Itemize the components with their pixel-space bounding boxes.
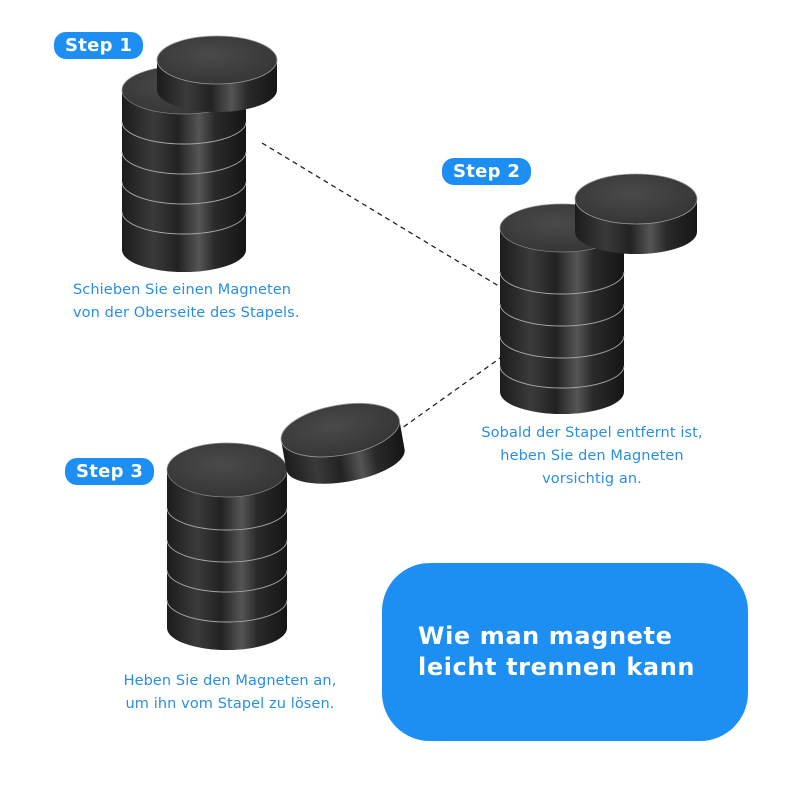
title-text: Wie man magnete leicht trennen kann [418, 621, 695, 683]
step3-caption-line2: um ihn vom Stapel zu lösen. [125, 696, 335, 712]
connector-step1-step2 [261, 142, 503, 289]
step1-magnet-stack [121, 35, 278, 272]
step3-badge: Step 3 [65, 458, 155, 485]
title-card: Wie man magnete leicht trennen kann [382, 563, 748, 741]
step2-caption-line3: vorsichtig an. [542, 471, 642, 487]
step2-caption: Sobald der Stapel entfernt ist, heben Si… [452, 422, 732, 491]
step1-caption-line1: Schieben Sie einen Magneten [73, 282, 292, 298]
step2-caption-line1: Sobald der Stapel entfernt ist, [481, 425, 703, 441]
step2-caption-line2: heben Sie den Magneten [500, 448, 684, 464]
step1-caption: Schieben Sie einen Magneten von der Ober… [73, 279, 300, 325]
connector-step2-step3 [401, 355, 504, 429]
step1-badge: Step 1 [54, 32, 144, 59]
step3-caption-line1: Heben Sie den Magneten an, [123, 673, 337, 689]
step1-caption-line2: von der Oberseite des Stapels. [73, 305, 300, 321]
title-line1: Wie man magnete [418, 622, 673, 650]
title-line2: leicht trennen kann [418, 653, 696, 681]
step3-magnet-stack [166, 403, 405, 650]
step2-badge: Step 2 [442, 158, 532, 185]
step3-caption: Heben Sie den Magneten an, um ihn vom St… [95, 670, 365, 716]
step2-magnet-stack [499, 173, 698, 414]
